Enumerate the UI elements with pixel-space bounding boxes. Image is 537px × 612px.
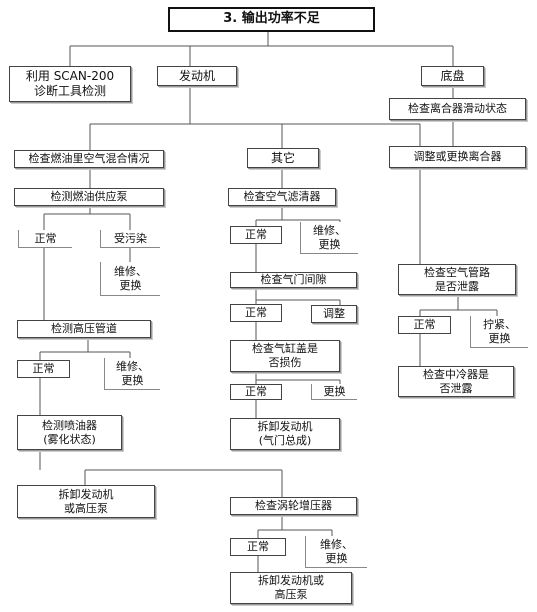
normal-box-7: 正常 — [398, 316, 451, 334]
check-intercooler-box: 检查中冷器是 否泄露 — [398, 366, 514, 397]
replace-box: 更换 — [311, 384, 357, 400]
page-title: 3. 输出功率不足 — [168, 7, 375, 32]
engine-box: 发动机 — [157, 66, 237, 86]
check-clutch-box: 检查离合器滑动状态 — [389, 98, 526, 120]
check-mixture-box: 检查燃油里空气混合情况 — [14, 150, 164, 168]
check-turbo-box: 检查涡轮增压器 — [230, 497, 357, 515]
tighten-box: 拧紧、 更换 — [470, 316, 528, 348]
repair-box-1: 维修、 更换 — [100, 262, 160, 296]
repair-box-4: 维修、 更换 — [305, 536, 367, 568]
chassis-box: 底盘 — [421, 66, 484, 86]
normal-box-1: 正常 — [18, 230, 72, 248]
contaminated-box: 受污染 — [100, 230, 160, 248]
repair-box-2: 维修、 更换 — [104, 358, 160, 390]
adjust-clutch-box: 调整或更换离合器 — [389, 146, 526, 168]
check-valve-gap-box: 检查气门间隙 — [230, 272, 357, 288]
normal-box-3: 正常 — [230, 226, 282, 244]
disassemble-box-3: 拆卸发动机或 高压泵 — [230, 572, 352, 604]
repair-box-3: 维修、 更换 — [300, 222, 358, 254]
normal-box-2: 正常 — [17, 360, 70, 378]
normal-box-4: 正常 — [230, 304, 282, 322]
check-air-filter-box: 检查空气滤清器 — [228, 188, 336, 206]
scan-tool-box: 利用 SCAN-200 诊断工具检测 — [9, 66, 131, 102]
other-box: 其它 — [247, 148, 319, 168]
check-air-pipe-box: 检查空气管路 是否泄露 — [398, 264, 516, 295]
normal-box-5: 正常 — [230, 384, 282, 400]
check-gasket-box: 检查气缸盖是 否损伤 — [230, 340, 340, 372]
adjust-box: 调整 — [311, 305, 357, 323]
disassemble-box-2: 拆卸发动机 (气门总成) — [230, 418, 340, 450]
check-pump-box: 检测燃油供应泵 — [14, 188, 164, 206]
disassemble-box-1: 拆卸发动机 或高压泵 — [17, 485, 155, 518]
check-injector-box: 检测喷油器 (雾化状态) — [17, 415, 122, 450]
normal-box-6: 正常 — [230, 538, 286, 556]
check-hp-pipe-box: 检测高压管道 — [17, 320, 151, 338]
